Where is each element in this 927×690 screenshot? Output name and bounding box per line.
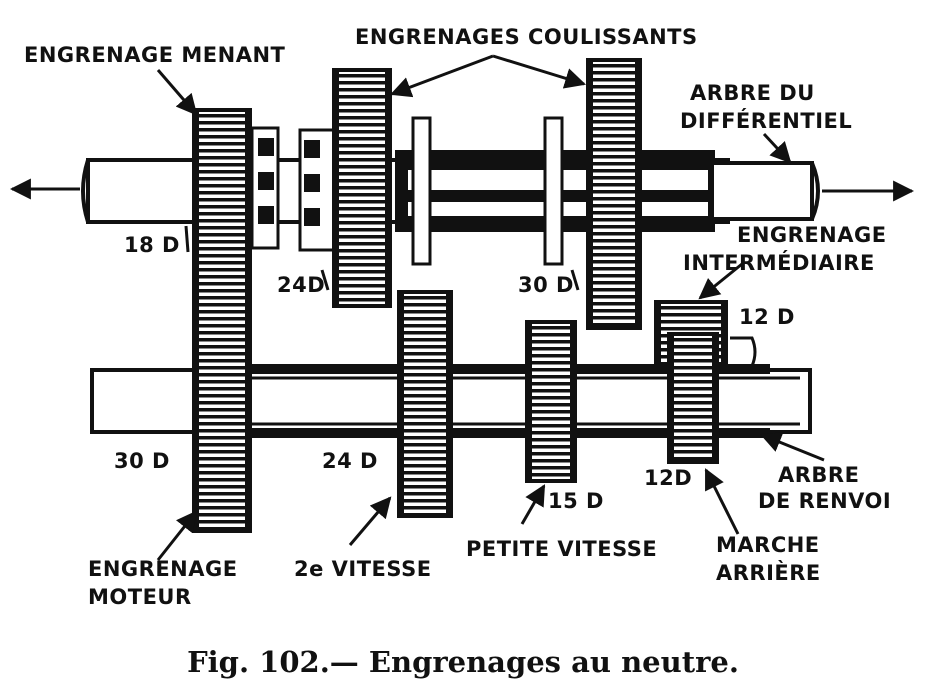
sliding-gear-24 [332, 68, 392, 308]
idler-bracket [730, 336, 757, 368]
collar-right [543, 116, 564, 266]
label-intermediaire: INTERMÉDIAIRE [683, 250, 875, 275]
teeth-12-upper: 12 D [739, 305, 795, 329]
dog-clutch-left [250, 126, 280, 250]
low-speed-gear [525, 320, 577, 483]
teeth-30-lower: 30 D [114, 449, 170, 473]
sliding-gear-30 [586, 58, 642, 330]
dog-clutch-right [298, 128, 336, 252]
label-engrenage-moteur-1: ENGRENAGE [88, 557, 238, 581]
reverse-gear [667, 332, 719, 464]
label-engrenage-moteur-2: MOTEUR [88, 585, 192, 609]
differential-shaft [710, 161, 820, 221]
teeth-18: 18 D [124, 233, 180, 257]
collar-left [411, 116, 432, 266]
teeth-15: 15 D [548, 489, 604, 513]
teeth-12-lower: 12D [644, 466, 692, 490]
teeth-24-upper: 24D [277, 273, 325, 297]
figure-caption: Fig. 102.— Engrenages au neutre. [187, 645, 739, 679]
label-engrenage: ENGRENAGE [737, 223, 887, 247]
label-arbre-du: ARBRE DU [690, 81, 815, 105]
label-2e-vitesse: 2e VITESSE [294, 557, 432, 581]
label-arriere: ARRIÈRE [716, 560, 821, 585]
label-differentiel: DIFFÉRENTIEL [680, 108, 852, 133]
label-engrenages-coulissants: ENGRENAGES COULISSANTS [355, 25, 698, 49]
label-arbre: ARBRE [778, 463, 859, 487]
label-engrenage-menant: ENGRENAGE MENANT [24, 43, 286, 67]
leader-arrows [156, 54, 825, 561]
label-petite-vitesse: PETITE VITESSE [466, 537, 657, 561]
teeth-24-lower: 24 D [322, 449, 378, 473]
label-marche: MARCHE [716, 533, 820, 557]
label-de-renvoi: DE RENVOI [758, 489, 891, 513]
driving-gear [192, 108, 252, 533]
second-speed-gear [397, 290, 453, 518]
teeth-30-upper: 30 D [518, 273, 574, 297]
